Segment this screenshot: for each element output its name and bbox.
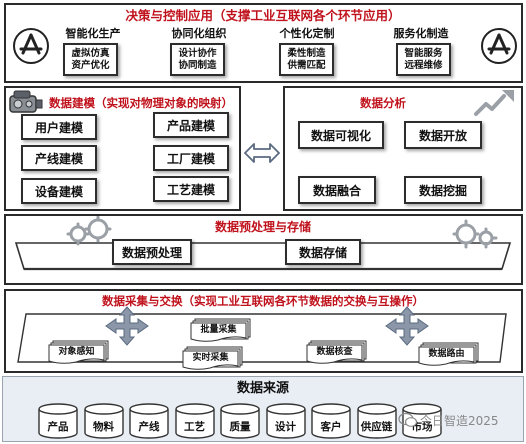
data-source-label: 设计 (275, 421, 296, 433)
database-cylinder-icon (311, 403, 351, 439)
data-source-label: 市场 (411, 421, 433, 433)
data-source-label: 供应链 (360, 421, 393, 433)
group-heading-custom: 个性化定制 (279, 27, 335, 40)
data-analysis-title: 数据分析 (360, 96, 406, 110)
analysis-item-visualization: 数据可视化 (298, 121, 384, 149)
database-cylinder-icon (265, 403, 306, 439)
data-source-label: 产线 (138, 421, 160, 433)
data-source-label: 客户 (320, 421, 342, 433)
bidirectional-arrow-icon (244, 143, 280, 163)
database-cylinder-icon (220, 403, 260, 439)
doc-label-verify: 数据核查 (316, 346, 353, 357)
trend-up-icon (474, 90, 514, 116)
data-source-label: 质量 (229, 421, 251, 433)
doc-label-routing: 数据路由 (428, 348, 465, 359)
group-line: 智能服务 (404, 47, 443, 59)
storage-item: 数据存储 (285, 239, 361, 265)
database-cylinder-icon (83, 403, 124, 439)
decision-control-title: 决策与控制应用（支撑工业互联网各个环节应用） (125, 8, 401, 23)
doc-stack-batch (190, 318, 251, 342)
modeling-item-product: 产品建模 (153, 112, 229, 138)
watermark-text: 今日智造2025 (420, 414, 499, 428)
group-line: 供需匹配 (287, 59, 326, 71)
doc-stack-routing (418, 342, 479, 366)
doc-label-batch: 批量采集 (200, 324, 237, 335)
modeling-item-process: 工艺建模 (153, 176, 229, 202)
group-card-service: 智能服务 远程维修 (396, 43, 451, 76)
four-way-arrow-icon-right (385, 306, 429, 346)
data-source-label: 产品 (47, 421, 69, 433)
data-modeling-title: 数据建模（实现对物理对象的映射） (49, 96, 233, 110)
group-card-custom: 柔性制造 供需匹配 (279, 43, 334, 76)
data-source-label: 工艺 (184, 421, 205, 433)
gear-icon-right (452, 219, 498, 249)
database-cylinder-icon (38, 403, 78, 439)
data-source-title: 数据来源 (236, 381, 289, 396)
preprocess-storage-title: 数据预处理与存储 (214, 220, 311, 234)
group-line: 远程维修 (404, 59, 443, 71)
doc-stack-verify (306, 340, 367, 364)
doc-stack-sensing (48, 340, 109, 364)
analysis-item-fusion: 数据融合 (298, 176, 376, 204)
analysis-item-open: 数据开放 (404, 121, 482, 149)
modeling-item-factory: 工厂建模 (153, 145, 229, 171)
doc-label-sensing: 对象感知 (58, 346, 95, 357)
doc-stack-realtime (182, 346, 243, 370)
modeling-item-line: 产线建模 (21, 145, 97, 171)
app-store-icon-right (481, 28, 517, 64)
modeling-item-device: 设备建模 (21, 178, 97, 204)
group-heading-smart-production: 智能化生产 (65, 27, 121, 40)
four-way-arrow-icon (105, 306, 149, 346)
app-store-icon (13, 28, 49, 64)
engine-icon (9, 90, 43, 113)
group-card-smart-production: 虚拟仿真 资产优化 (63, 43, 118, 76)
modeling-item-user: 用户建模 (21, 114, 97, 140)
collection-exchange-title: 数据采集与交换（实现工业互联网各环节数据的交换与互操作） (102, 294, 424, 308)
group-line: 协同制造 (178, 59, 217, 71)
analysis-item-mining: 数据挖掘 (404, 176, 482, 204)
group-heading-service: 服务化制造 (393, 27, 449, 40)
wechat-icon (398, 412, 418, 427)
group-heading-collab-org: 协同化组织 (171, 27, 227, 40)
gear-icon (66, 216, 112, 246)
data-source-label: 物料 (93, 421, 114, 433)
group-card-collab-org: 设计协作 协同制造 (170, 43, 225, 76)
database-cylinder-icon (356, 403, 397, 439)
doc-label-realtime: 实时采集 (192, 352, 229, 363)
group-line: 虚拟仿真 (71, 47, 110, 59)
group-line: 资产优化 (71, 59, 110, 71)
database-cylinder-icon (129, 403, 169, 439)
preprocess-item: 数据预处理 (112, 239, 192, 265)
group-line: 柔性制造 (287, 47, 326, 59)
group-line: 设计协作 (178, 47, 217, 59)
database-cylinder-icon (174, 403, 215, 439)
